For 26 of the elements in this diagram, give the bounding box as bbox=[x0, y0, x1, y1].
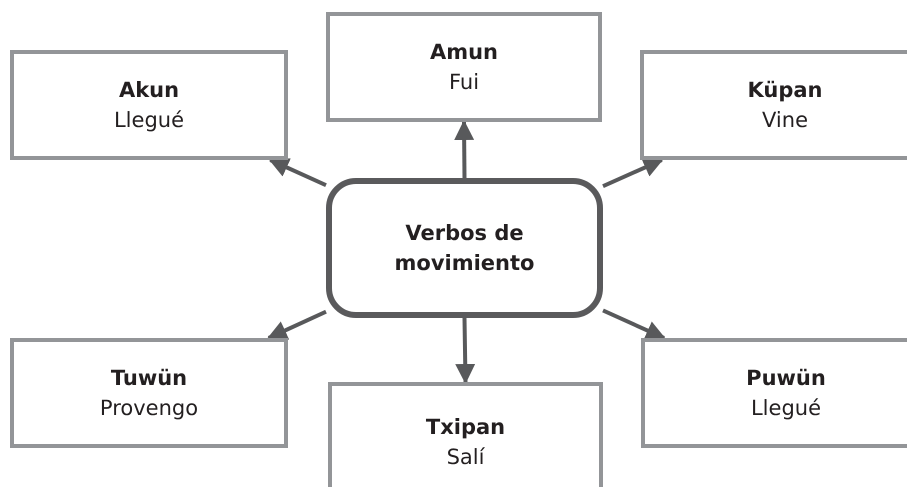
word-translation: Vine bbox=[762, 107, 808, 134]
word-box bbox=[640, 50, 907, 160]
word-box bbox=[10, 50, 288, 160]
word-translation: Fui bbox=[448, 69, 480, 96]
arrow bbox=[268, 158, 327, 188]
central-title: Verbos de movimiento bbox=[394, 220, 536, 277]
word-box bbox=[10, 338, 288, 448]
word-heading: Amun bbox=[430, 39, 498, 66]
word-heading: Txipan bbox=[426, 414, 506, 441]
word-translation: Llegué bbox=[750, 395, 821, 422]
word-box bbox=[328, 382, 603, 487]
arrow bbox=[602, 308, 666, 340]
word-translation: Llegué bbox=[114, 107, 184, 134]
central-box bbox=[326, 178, 603, 318]
word-heading: Puwün bbox=[746, 365, 826, 392]
arrow bbox=[266, 310, 327, 340]
word-heading: Küpan bbox=[747, 77, 822, 104]
arrow bbox=[602, 158, 664, 188]
word-box bbox=[641, 338, 907, 448]
word-heading: Tuwün bbox=[110, 365, 188, 392]
word-box bbox=[326, 12, 602, 122]
word-translation: Salí bbox=[446, 444, 484, 471]
word-translation: Provengo bbox=[100, 395, 198, 422]
word-heading: Akun bbox=[118, 77, 180, 104]
arrow bbox=[455, 318, 476, 384]
arrow bbox=[454, 120, 474, 178]
